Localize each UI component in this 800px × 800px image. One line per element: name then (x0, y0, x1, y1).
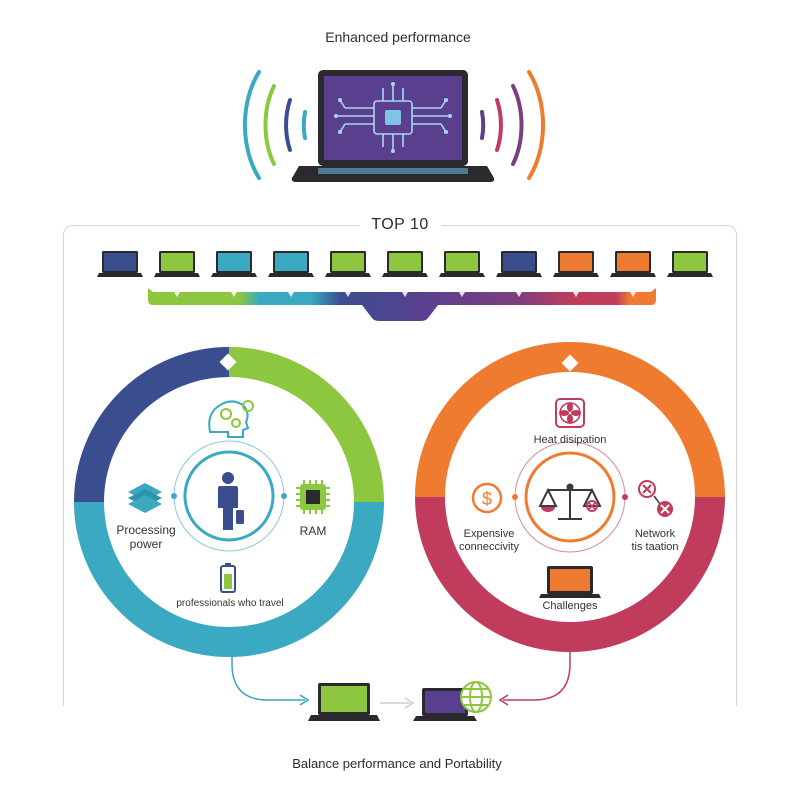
signal-waves-left-icon (242, 70, 307, 180)
challenges-label: Challenges (542, 600, 598, 612)
flow-arrow-middle (380, 697, 415, 709)
purple-laptop-icon (413, 688, 477, 721)
flow-arrow-right (498, 646, 571, 706)
expensive-connectivity-label: Expensive conneccivity (459, 528, 519, 554)
top-laptop-7-icon (439, 251, 485, 277)
page-title: Enhanced performance (325, 29, 471, 45)
challenges-laptop-icon (539, 566, 601, 598)
top-laptop-11-icon (667, 251, 713, 277)
brain-gears-icon (208, 400, 254, 438)
dollar-icon: $ (471, 482, 503, 514)
left-ring (74, 347, 384, 657)
ribbon-tick (630, 292, 636, 297)
top-laptop-2-icon (154, 251, 200, 277)
ribbon-tick (687, 292, 693, 297)
ribbon-tick (402, 292, 408, 297)
hero-laptop-icon (291, 70, 495, 182)
top-laptop-4-icon (268, 251, 314, 277)
globe-icon (460, 681, 492, 713)
ribbon-tick (288, 292, 294, 297)
ribbon-tick (174, 292, 180, 297)
top-laptop-3-icon (211, 251, 257, 277)
fan-icon (555, 398, 585, 428)
battery-icon (220, 563, 236, 593)
ram-label: RAM (299, 524, 327, 538)
top-laptop-row (97, 251, 713, 277)
flow-arrow-left (231, 646, 310, 706)
top-laptop-9-icon (553, 251, 599, 277)
stacked-layers-icon (128, 483, 162, 513)
travel-label: professionals who travel (176, 598, 284, 609)
ribbon-tick (345, 292, 351, 297)
top-laptop-1-icon (97, 251, 143, 277)
network-label: Network tis taation (631, 528, 679, 554)
signal-waves-right-icon (480, 70, 546, 180)
balance-scale-icon (538, 483, 602, 520)
top-laptop-6-icon (382, 251, 428, 277)
section-label: TOP 10 (359, 216, 441, 234)
ribbon-tick (516, 292, 522, 297)
processing-power-label: Processing power (116, 523, 176, 552)
person-icon (218, 472, 244, 530)
right-ring (415, 342, 725, 652)
ribbon-tick (117, 292, 123, 297)
ribbon-tick (573, 292, 579, 297)
footer-caption: Balance performance and Portability (292, 756, 502, 771)
heat-dissipation-label: Heat disipation (533, 434, 607, 446)
ranking-ribbon (117, 288, 693, 321)
ribbon-tick (231, 292, 237, 297)
top-laptop-10-icon (610, 251, 656, 277)
top-laptop-8-icon (496, 251, 542, 277)
svg-text:$: $ (482, 489, 492, 509)
top-laptop-5-icon (325, 251, 371, 277)
green-laptop-icon (308, 683, 380, 721)
ribbon-tick (459, 292, 465, 297)
network-error-icon (638, 480, 673, 517)
chip-icon (296, 480, 330, 514)
